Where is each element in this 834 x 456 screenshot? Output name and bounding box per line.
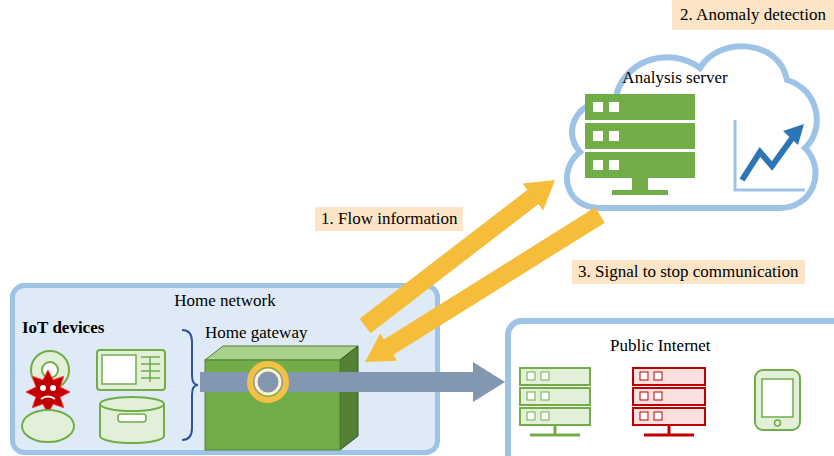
cloud-server: Analysis server (555, 30, 825, 215)
node-label: Public Internet (610, 336, 711, 356)
malicious-server-icon-part (654, 372, 662, 380)
server-icon-part (585, 94, 695, 120)
arrow-shaft (365, 372, 475, 392)
smartphone-icon-part (755, 370, 800, 430)
benign-server-icon-part (520, 388, 590, 405)
malicious-server-icon-part (640, 412, 648, 420)
region-outline (508, 321, 834, 456)
node-label: Analysis server (622, 68, 727, 88)
malware-icon (26, 370, 70, 414)
benign-server-icon-part (520, 368, 590, 385)
edge-label: 1. Flow information (315, 207, 463, 231)
server-icon-part (585, 123, 695, 149)
label-holder: IoT devices (22, 318, 104, 338)
server-icon-part (593, 102, 603, 112)
server-icon-part (593, 160, 603, 170)
node-label: Home gateway (205, 323, 307, 343)
malicious-server-icon-part (640, 392, 648, 400)
trend-chart-icon-part (783, 124, 804, 145)
edge-label-holder: 3. Signal to stop communication (572, 260, 805, 284)
monitor-ring-part (256, 370, 280, 394)
arrow-head (473, 362, 505, 402)
trend-chart-icon (735, 120, 805, 190)
trend-chart-icon-part (735, 120, 805, 190)
trend-chart-icon-part (742, 137, 793, 180)
smartphone-icon (755, 370, 800, 430)
cloud-outline (567, 46, 817, 208)
group-label: IoT devices (22, 318, 104, 338)
benign-server-icon-part (541, 392, 549, 400)
malicious-server-icon-part (640, 372, 648, 380)
smartphone-icon-part (762, 379, 793, 417)
cloud-server-outline (555, 30, 825, 215)
malware-icon-part (40, 385, 46, 391)
benign-server-icon-part (541, 372, 549, 380)
grouping-bracket-part (182, 330, 198, 440)
arrow-shaft (387, 215, 600, 348)
arrow-head (365, 334, 397, 362)
smartphone-icon-part (775, 420, 781, 426)
server-icon-part (593, 131, 603, 141)
malicious-server-icon-part (644, 425, 694, 435)
benign-server-icon-part (520, 408, 590, 425)
benign-server-icon-part (527, 392, 535, 400)
benign-server-icon (520, 368, 590, 435)
node-label: 2. Anomaly detection (680, 5, 826, 25)
server-icon-part (612, 190, 668, 195)
panel-device-icon-part (102, 355, 136, 384)
malicious-server-icon-part (654, 392, 662, 400)
monitor-ring-part (250, 364, 286, 400)
panel-device-icon (97, 350, 165, 390)
gateway-box-part (205, 346, 358, 360)
benign-server-icon-part (541, 412, 549, 420)
server-icon-part (632, 178, 648, 190)
cylinder-device-icon-part (100, 397, 164, 411)
benign-server-icon-part (530, 425, 580, 435)
gateway-box-part (340, 346, 358, 450)
panel-device-icon-part (141, 357, 160, 382)
signal-arrow (365, 215, 600, 362)
malicious-server-icon-part (633, 408, 705, 425)
server-icon-part (609, 160, 619, 170)
cylinder-device-icon-part (118, 414, 146, 422)
malicious-server-icon-part (633, 388, 705, 405)
malicious-server-icon (633, 368, 705, 435)
step-tag: 2. Anomaly detection (672, 0, 834, 30)
server-icon-part (609, 131, 619, 141)
edge-label: 3. Signal to stop communication (572, 260, 805, 284)
malicious-server-icon-part (633, 368, 705, 385)
traffic-arrow (365, 362, 505, 402)
grouping-bracket (182, 330, 198, 440)
server-icon (585, 94, 695, 195)
malware-icon-part (41, 397, 55, 400)
monitor-ring (250, 364, 286, 400)
gateway-box (205, 346, 358, 450)
benign-server-icon-part (527, 412, 535, 420)
malware-icon-part (26, 370, 70, 414)
malicious-server-icon-part (654, 412, 662, 420)
malware-icon-part (50, 385, 56, 391)
node-label: Home network (174, 291, 276, 311)
edge-label-holder: 1. Flow information (315, 207, 463, 231)
cylinder-device-icon (100, 397, 164, 443)
server-icon-part (585, 152, 695, 178)
oval-device-icon (22, 410, 74, 442)
arrow-head (522, 180, 555, 211)
panel-device-icon-part (97, 350, 165, 390)
benign-server-icon-part (527, 372, 535, 380)
tag-fill (672, 0, 834, 30)
server-icon-part (609, 102, 619, 112)
oval-device-icon-part (22, 410, 74, 442)
